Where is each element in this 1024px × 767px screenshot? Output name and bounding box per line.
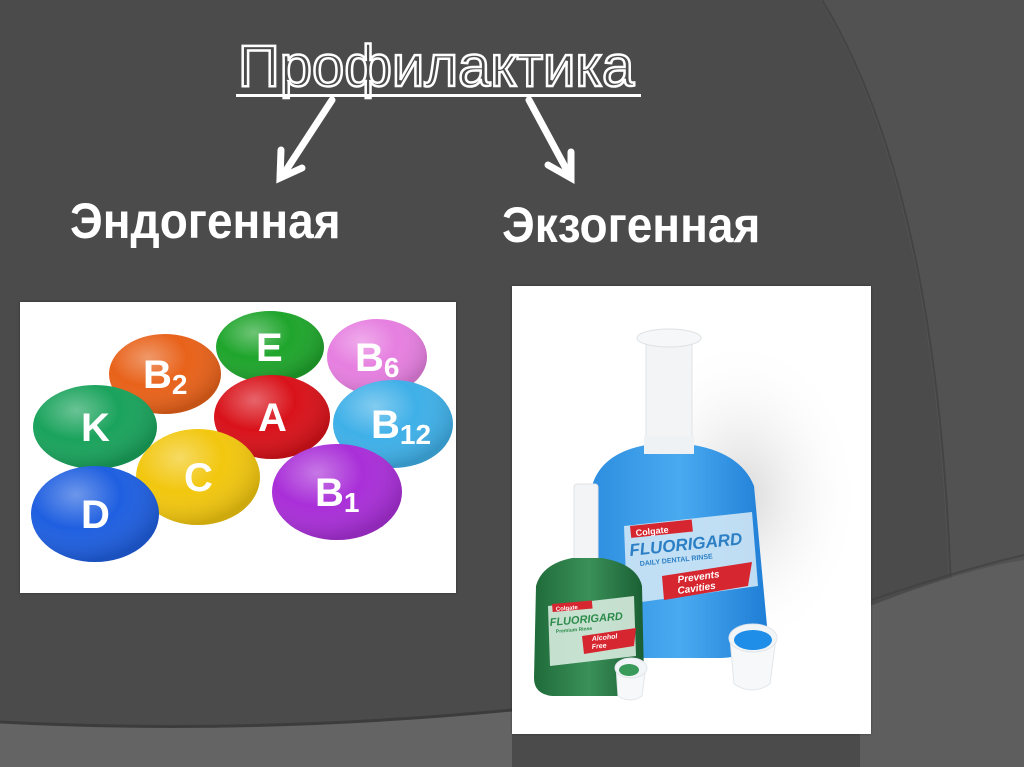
vitamin-egg-b2: B2 — [109, 334, 221, 414]
mouth-rinse-image: Colgate FLUORIGARD DAILY DENTAL RINSE Pr… — [512, 286, 871, 734]
small-bottle-brand: Colgate — [556, 605, 579, 613]
large-bottle-brand: Colgate — [635, 525, 669, 538]
branch-exogenous-label: Экзогенная — [502, 197, 761, 253]
vitamin-egg-k: K — [33, 385, 157, 469]
vitamin-egg-b6: B6 — [327, 319, 427, 395]
bg-arc-bottom-left — [0, 710, 512, 767]
blue-cup — [728, 623, 778, 691]
vitamin-egg-e: E — [216, 311, 324, 383]
small-bottle: Colgate FLUORIGARD Premium Rinse Alcohol… — [534, 483, 644, 696]
vitamin-egg-a: A — [214, 375, 330, 459]
vitamin-egg-label: K — [81, 406, 110, 450]
vitamin-egg-label: C — [184, 456, 213, 500]
slide-title: Профилактика — [237, 34, 636, 99]
vitamin-egg-label: B2 — [143, 353, 187, 400]
vitamin-egg-label: D — [81, 493, 110, 537]
bg-arc-bottom-right — [860, 560, 1024, 767]
vitamin-egg-label: A — [258, 396, 287, 440]
large-bottle-badge-line2: Cavities — [677, 581, 717, 597]
vitamin-egg-label: E — [256, 326, 283, 370]
vitamin-egg-d: D — [31, 466, 159, 562]
vitamin-egg-b1: B1 — [272, 444, 402, 540]
small-bottle-subline: Premium Rinse — [556, 626, 593, 635]
small-bottle-badge-line2: Free — [591, 642, 607, 651]
vitamin-egg-c: C — [136, 429, 260, 525]
green-cup — [614, 657, 648, 701]
mouth-rinse-illustration: Colgate FLUORIGARD DAILY DENTAL RINSE Pr… — [534, 328, 862, 701]
small-bottle-badge-line1: Alcohol — [590, 633, 618, 643]
branch-endogenous-label: Эндогенная — [70, 193, 341, 249]
vitamin-egg-b12: B12 — [333, 380, 453, 468]
title-underline — [236, 94, 641, 97]
